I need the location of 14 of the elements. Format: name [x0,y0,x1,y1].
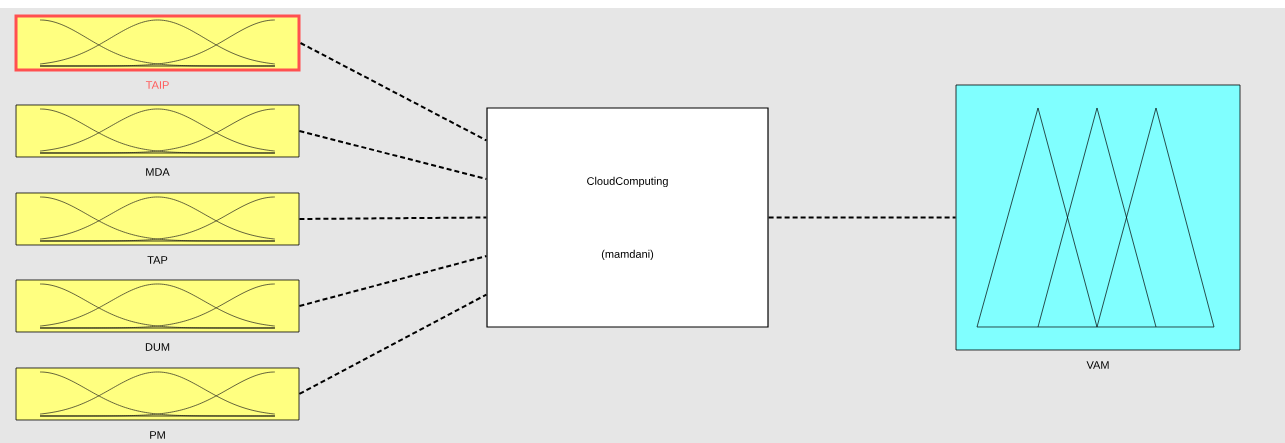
system-label: CloudComputing [587,176,668,188]
connector-line [298,216,488,220]
variable-label: VAM [1086,361,1109,369]
variable-label: DUM [145,343,170,351]
variable-label: TAIP [145,81,169,89]
connector-line [299,42,488,142]
variable-label: TAP [147,256,168,264]
system-label: (mamdani) [601,249,654,261]
connector-line [298,130,488,180]
connector-line [298,255,488,307]
connector-line [767,216,957,219]
connector-line [298,293,488,395]
variable-label: MDA [146,168,170,176]
variable-label: PM [150,431,165,439]
